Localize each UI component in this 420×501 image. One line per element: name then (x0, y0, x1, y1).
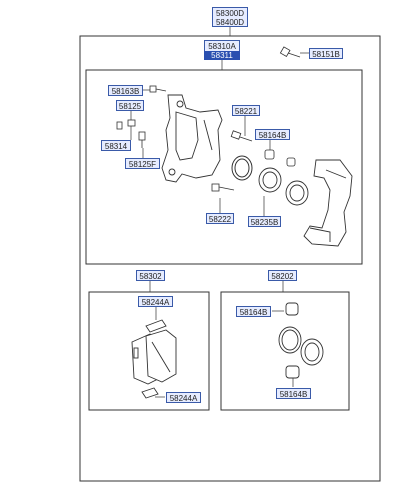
brake-pads-icon (131, 319, 177, 399)
part-58202-label[interactable]: 58202 (268, 270, 297, 281)
part-58302-label[interactable]: 58302 (136, 270, 165, 281)
part-58235b-label[interactable]: 58235B (248, 216, 281, 227)
piston-seal-icon (231, 155, 253, 181)
part-58125-label[interactable]: 58125 (116, 100, 144, 111)
bolt-58163b-icon (149, 85, 167, 93)
assembly-number-left: 58300D (215, 9, 245, 18)
assembly-number-right: 58400D (215, 18, 245, 27)
kit-number-label[interactable]: 58310A 58311 (204, 40, 240, 60)
part-58164b-label-kit-top[interactable]: 58164B (236, 306, 271, 317)
seal-kit-parts-icon (278, 302, 324, 379)
piston-58235b-icon (258, 167, 309, 206)
caliper-assembly-frame (85, 69, 363, 265)
pad-kit-frame (88, 291, 210, 411)
bolt-58151b-icon (279, 46, 301, 58)
part-58314-label[interactable]: 58314 (101, 140, 131, 151)
part-58222-label[interactable]: 58222 (206, 213, 234, 224)
caliper-housing-icon (303, 159, 353, 247)
washer-58125f-icon (138, 131, 146, 148)
pin-58125-icon (116, 119, 136, 130)
part-58151b-label[interactable]: 58151B (309, 48, 343, 59)
caliper-bracket-icon (161, 94, 223, 183)
part-58244a-label-bottom[interactable]: 58244A (166, 392, 201, 403)
boot-58164b-icon (264, 149, 296, 167)
part-58163b-label[interactable]: 58163B (108, 85, 143, 96)
kit-number-primary: 58310A (208, 42, 236, 51)
assembly-number-label[interactable]: 58300D 58400D (212, 7, 248, 27)
part-58164b-label-kit-bottom[interactable]: 58164B (276, 388, 311, 399)
seal-kit-frame (220, 291, 350, 411)
guide-pin-58221-icon (230, 130, 253, 142)
part-58221-label[interactable]: 58221 (232, 105, 260, 116)
part-58125f-label[interactable]: 58125F (125, 158, 160, 169)
part-58244a-label-top[interactable]: 58244A (138, 296, 173, 307)
kit-number-highlighted: 58311 (204, 51, 240, 60)
part-58164b-label-top[interactable]: 58164B (255, 129, 290, 140)
guide-pin-58222-icon (211, 183, 235, 192)
